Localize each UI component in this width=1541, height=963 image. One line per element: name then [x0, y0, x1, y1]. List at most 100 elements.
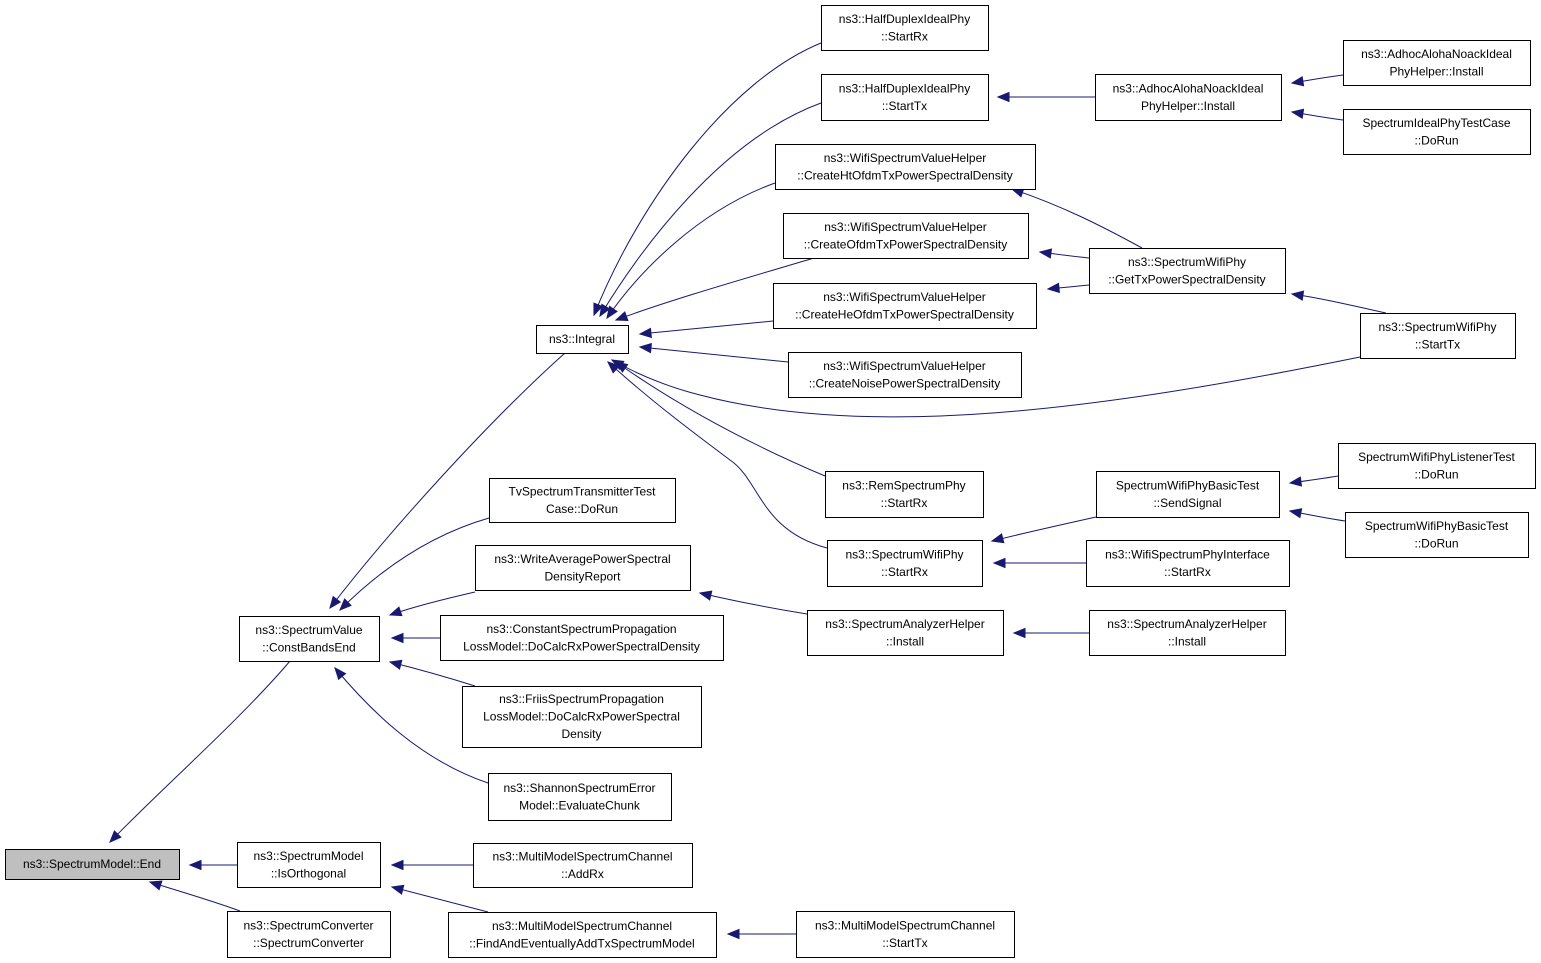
node-box[interactable]: [821, 74, 989, 121]
node-mmFind[interactable]: ns3::MultiModelSpectrumChannel::FindAndE…: [448, 912, 717, 958]
node-constBandsEnd[interactable]: ns3::SpectrumValue::ConstBandsEnd: [239, 616, 380, 662]
node-swpStartTx[interactable]: ns3::SpectrumWifiPhy::StartTx: [1360, 313, 1516, 359]
node-label-line: ns3::AdhocAlohaNoackIdeal: [1361, 47, 1512, 61]
node-label-line: Case::DoRun: [546, 502, 618, 516]
node-label-line: SpectrumWifiPhyBasicTest: [1116, 478, 1260, 492]
node-box[interactable]: [1096, 471, 1280, 518]
node-box[interactable]: [825, 471, 984, 518]
node-label-line: ::SpectrumConverter: [253, 936, 364, 950]
node-box[interactable]: [488, 773, 672, 821]
node-box[interactable]: [489, 478, 676, 523]
node-constantLoss[interactable]: ns3::ConstantSpectrumPropagationLossMode…: [440, 615, 724, 661]
node-shannon[interactable]: ns3::ShannonSpectrumErrorModel::Evaluate…: [488, 773, 672, 821]
node-label-line: SpectrumIdealPhyTestCase: [1362, 116, 1510, 130]
node-basicDoRun[interactable]: SpectrumWifiPhyBasicTest::DoRun: [1345, 512, 1529, 558]
node-analyzerInstall2[interactable]: ns3::SpectrumAnalyzerHelper::Install: [1089, 610, 1286, 656]
node-box[interactable]: [473, 843, 693, 888]
node-box[interactable]: [5, 849, 180, 880]
node-box[interactable]: [1095, 74, 1282, 121]
node-remStartRx[interactable]: ns3::RemSpectrumPhy::StartRx: [825, 471, 984, 518]
node-mmStartTx[interactable]: ns3::MultiModelSpectrumChannel::StartTx: [796, 911, 1015, 958]
node-adhocInstall2[interactable]: ns3::AdhocAlohaNoackIdealPhyHelper::Inst…: [1343, 40, 1531, 86]
node-box[interactable]: [1343, 40, 1531, 86]
node-hdStartTx[interactable]: ns3::HalfDuplexIdealPhy::StartTx: [821, 74, 989, 121]
node-label-line: ns3::WifiSpectrumValueHelper: [823, 359, 986, 373]
node-box[interactable]: [821, 5, 989, 51]
node-box[interactable]: [239, 616, 380, 662]
node-box[interactable]: [227, 911, 391, 958]
edge-adhocInstall2-to-adhocInstall: [1290, 74, 1344, 87]
node-box[interactable]: [1360, 313, 1516, 359]
node-box[interactable]: [1345, 512, 1529, 558]
node-box[interactable]: [788, 352, 1022, 398]
node-box[interactable]: [1086, 540, 1290, 587]
edge-line: [389, 591, 476, 616]
edge-createHe-to-integral: [638, 320, 774, 339]
node-box[interactable]: [773, 283, 1037, 329]
node-box[interactable]: [440, 615, 724, 661]
node-box[interactable]: [1338, 443, 1536, 489]
node-createNoise[interactable]: ns3::WifiSpectrumValueHelper::CreateNois…: [788, 352, 1022, 398]
edge-writeAvg-to-constBandsEnd: [388, 591, 476, 617]
edge-hdStartRx-to-integral: [593, 42, 822, 317]
arrow-head-icon: [388, 606, 403, 617]
arrow-head-icon: [1038, 248, 1053, 259]
arrow-head-icon: [1290, 108, 1305, 119]
node-box[interactable]: [536, 325, 629, 354]
node-end[interactable]: ns3::SpectrumModel::End: [5, 849, 180, 880]
arrow-head-icon: [599, 303, 611, 318]
edge-integral-to-constBandsEnd: [329, 352, 566, 610]
node-createHe[interactable]: ns3::WifiSpectrumValueHelper::CreateHeOf…: [773, 283, 1037, 329]
node-swpStartRx[interactable]: ns3::SpectrumWifiPhy::StartRx: [827, 540, 983, 587]
edge-tvDoRun-to-constBandsEnd: [339, 517, 490, 611]
arrow-head-icon: [726, 928, 740, 940]
node-box[interactable]: [237, 842, 381, 888]
edge-line: [607, 361, 828, 549]
node-box[interactable]: [1343, 109, 1531, 155]
node-box[interactable]: [1089, 248, 1286, 294]
node-label-line: ::StartTx: [882, 936, 927, 950]
node-getTxPsd[interactable]: ns3::SpectrumWifiPhy::GetTxPowerSpectral…: [1089, 248, 1286, 294]
node-createOfdm[interactable]: ns3::WifiSpectrumValueHelper::CreateOfdm…: [783, 213, 1029, 259]
node-box[interactable]: [775, 144, 1036, 190]
node-mmAddRx[interactable]: ns3::MultiModelSpectrumChannel::AddRx: [473, 843, 693, 888]
node-isOrthogonal[interactable]: ns3::SpectrumModel::IsOrthogonal: [237, 842, 381, 888]
arrow-head-icon: [390, 859, 404, 871]
node-idealTestDoRun[interactable]: SpectrumIdealPhyTestCase::DoRun: [1343, 109, 1531, 155]
node-sendSignal[interactable]: SpectrumWifiPhyBasicTest::SendSignal: [1096, 471, 1280, 518]
node-label-line: Density: [561, 727, 601, 741]
node-listenerDoRun[interactable]: SpectrumWifiPhyListenerTest::DoRun: [1338, 443, 1536, 489]
node-box[interactable]: [807, 610, 1004, 656]
edge-constantLoss-to-constBandsEnd: [390, 632, 440, 644]
node-hdStartRx[interactable]: ns3::HalfDuplexIdealPhy::StartRx: [821, 5, 989, 51]
node-label-line: ns3::WifiSpectrumValueHelper: [823, 290, 986, 304]
edge-line: [391, 886, 489, 913]
node-integral[interactable]: ns3::Integral: [536, 325, 629, 354]
node-label-line: ::IsOrthogonal: [271, 866, 346, 880]
arrow-head-icon: [1288, 508, 1303, 519]
node-label-line: ns3::ConstantSpectrumPropagation: [486, 622, 676, 636]
node-box[interactable]: [783, 213, 1029, 259]
node-box[interactable]: [827, 540, 983, 587]
node-analyzerInstall[interactable]: ns3::SpectrumAnalyzerHelper::Install: [807, 610, 1004, 656]
graph-edges: [109, 42, 1387, 940]
node-box[interactable]: [475, 545, 691, 591]
node-box[interactable]: [1089, 610, 1286, 656]
node-label-line: ns3::WifiSpectrumPhyInterface: [1105, 547, 1270, 561]
arrow-head-icon: [593, 302, 604, 317]
node-friisLoss[interactable]: ns3::FriisSpectrumPropagationLossModel::…: [462, 686, 702, 748]
node-spectrumConverter[interactable]: ns3::SpectrumConverter::SpectrumConverte…: [227, 911, 391, 958]
node-writeAvg[interactable]: ns3::WriteAveragePowerSpectralDensityRep…: [475, 545, 691, 591]
edge-line: [606, 182, 776, 319]
node-box[interactable]: [796, 911, 1015, 958]
node-box[interactable]: [462, 686, 702, 748]
node-adhocInstall[interactable]: ns3::AdhocAlohaNoackIdealPhyHelper::Inst…: [1095, 74, 1282, 121]
edge-line: [639, 346, 789, 363]
node-label-line: ns3::SpectrumModel: [253, 849, 363, 863]
node-label-line: ns3::HalfDuplexIdealPhy: [839, 81, 970, 95]
node-createHt[interactable]: ns3::WifiSpectrumValueHelper::CreateHtOf…: [775, 144, 1036, 190]
node-box[interactable]: [448, 912, 717, 958]
node-label-line: ::Install: [1168, 634, 1206, 648]
node-wifiIfStartRx[interactable]: ns3::WifiSpectrumPhyInterface::StartRx: [1086, 540, 1290, 587]
